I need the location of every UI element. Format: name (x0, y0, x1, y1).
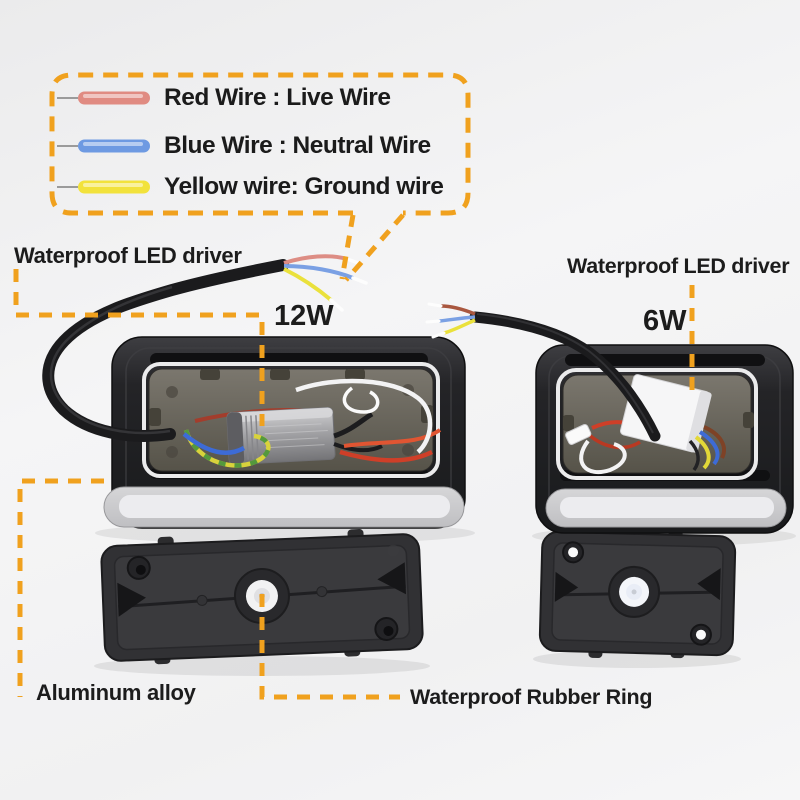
callout-lines (13, 72, 695, 700)
label-waterproof-rubber-ring: Waterproof Rubber Ring (410, 685, 653, 709)
callout-line-driver-12w (13, 269, 265, 426)
cable-12w (42, 254, 368, 442)
legend-label: Red Wire : Live Wire (164, 84, 391, 111)
screw-hole (689, 623, 712, 646)
diffuser-12w (103, 486, 465, 528)
legend-label: Blue Wire : Neutral Wire (164, 132, 431, 159)
diffuser-6w (545, 488, 787, 528)
legend-bubble-outline (49, 72, 471, 216)
label-waterproof-led-driver-left: Waterproof LED driver (14, 243, 242, 268)
screw-hole (374, 617, 399, 642)
lamp-12w (103, 336, 466, 529)
cable-6w (425, 302, 661, 442)
callout-line-aluminum (17, 478, 104, 697)
label-wattage-6w: 6W (643, 305, 687, 337)
legend-label: Yellow wire: Ground wire (164, 173, 444, 200)
rubber-ring-seal-6w (556, 368, 758, 480)
label-wattage-12w: 12W (274, 300, 334, 332)
legend-item-blue-wire: Blue Wire : Neutral Wire (56, 132, 431, 160)
rubber-grommet-6w (608, 565, 661, 618)
rubber-ring-seal-12w (142, 362, 440, 478)
wire-connector (565, 423, 592, 445)
label-waterproof-led-driver-right: Waterproof LED driver (567, 254, 790, 278)
legend-bubble-tail (339, 214, 356, 280)
led-driver-6w (619, 374, 712, 453)
yellow-wire-icon (57, 180, 150, 194)
backplate-6w (538, 526, 737, 659)
legend-item-yellow-wire: Yellow wire: Ground wire (56, 173, 444, 201)
blue-wire-icon (57, 139, 150, 153)
label-aluminum-alloy: Aluminum alloy (36, 680, 196, 705)
screw-hole (562, 541, 585, 564)
red-wire-icon (57, 91, 150, 105)
legend-bubble-tail (344, 213, 405, 282)
screw-hole (126, 555, 151, 580)
callout-line-rubber-ring (259, 594, 400, 700)
lamp-6w (535, 344, 794, 534)
legend-item-red-wire: Red Wire : Live Wire (56, 84, 391, 112)
led-driver-12w (226, 406, 336, 465)
